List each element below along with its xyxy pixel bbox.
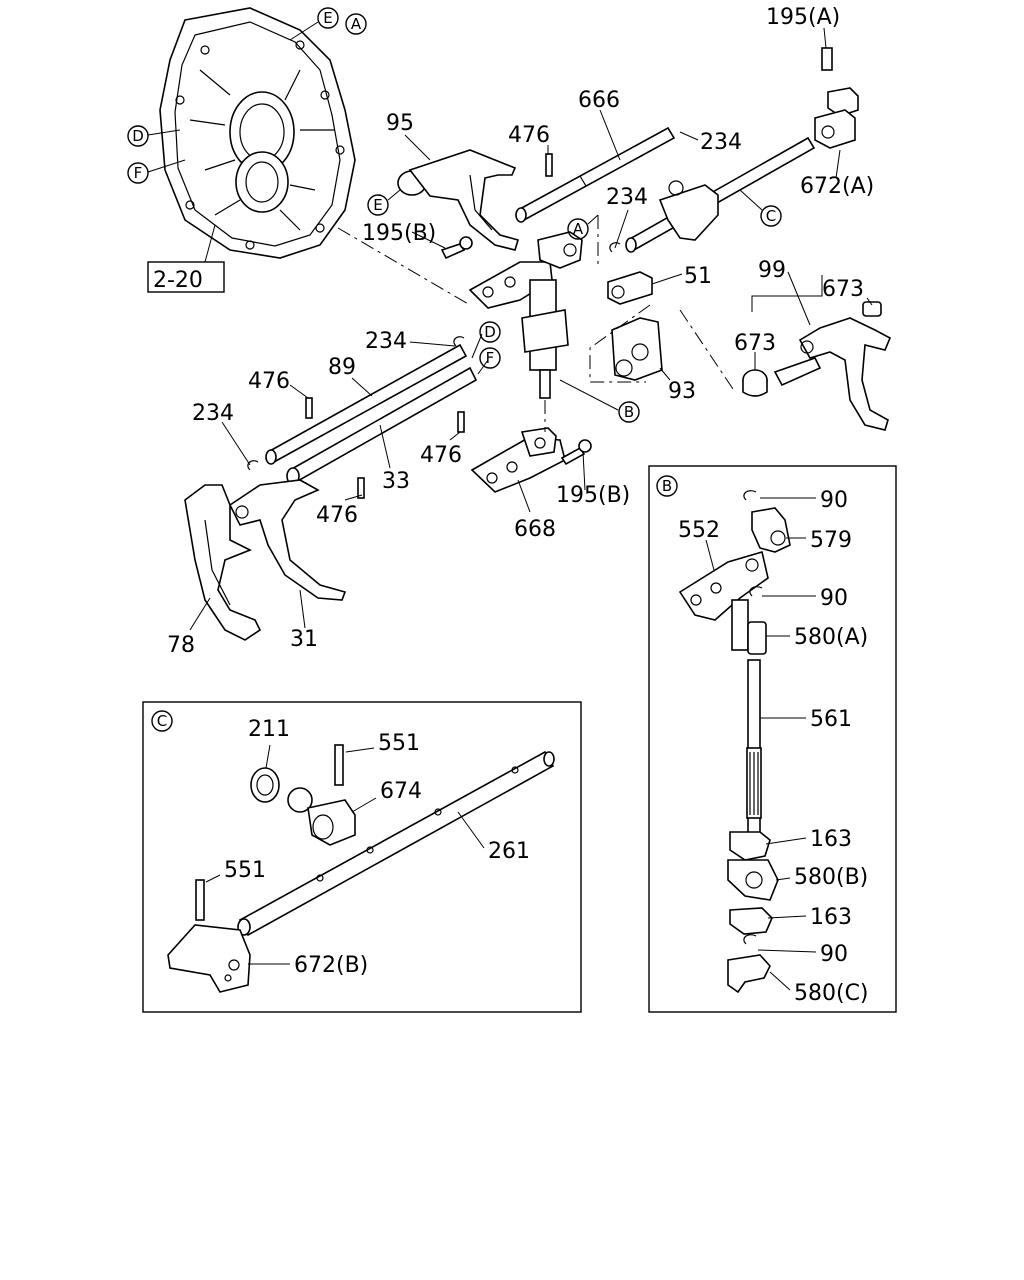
fork-31 xyxy=(228,479,347,601)
svg-text:D: D xyxy=(484,323,496,341)
label-476-low: 476 xyxy=(316,503,358,528)
svg-text:A: A xyxy=(351,15,362,33)
label-b-90-3: 90 xyxy=(820,942,848,967)
label-b-90-2: 90 xyxy=(820,586,848,611)
shaft-89 xyxy=(265,343,468,465)
circle-c-detail: C xyxy=(151,710,173,732)
label-c-551-top: 551 xyxy=(378,731,420,756)
reference-box-label: 2-20 xyxy=(153,268,203,293)
label-c-551-low: 551 xyxy=(224,858,266,883)
label-51: 51 xyxy=(684,264,712,289)
circle-f-shaft: F xyxy=(479,347,501,369)
label-668: 668 xyxy=(514,517,556,542)
bolt-195b-top xyxy=(440,236,473,260)
circle-d-shaft: D xyxy=(479,321,501,343)
shaft-33 xyxy=(286,366,478,485)
label-476-left: 476 xyxy=(248,369,290,394)
circle-b-detail: B xyxy=(656,475,678,497)
part-51 xyxy=(607,271,653,305)
fork-99 xyxy=(773,301,892,431)
label-234-left: 234 xyxy=(365,329,407,354)
svg-text:E: E xyxy=(373,196,382,214)
svg-text:C: C xyxy=(766,207,776,225)
label-99: 99 xyxy=(758,258,786,283)
detail-box-b xyxy=(648,465,897,1013)
label-95: 95 xyxy=(386,111,414,136)
label-b-580b: 580(B) xyxy=(794,865,868,890)
label-195b-low: 195(B) xyxy=(556,483,630,508)
clip-234-mid xyxy=(609,242,621,253)
fork-78 xyxy=(184,484,262,641)
circle-a-center: A xyxy=(567,218,589,240)
svg-text:A: A xyxy=(573,220,584,238)
circle-e-fork: E xyxy=(367,194,389,216)
label-666: 666 xyxy=(578,88,620,113)
label-b-580c: 580(C) xyxy=(794,981,869,1006)
pins-476-lower xyxy=(305,397,465,499)
label-b-163-1: 163 xyxy=(810,827,852,852)
shaft-block-lower-c xyxy=(658,180,719,241)
label-93: 93 xyxy=(668,379,696,404)
label-33: 33 xyxy=(382,469,410,494)
svg-text:F: F xyxy=(486,349,495,367)
label-c-261: 261 xyxy=(488,839,530,864)
shift-lever-assembly xyxy=(468,231,583,399)
label-234-far: 234 xyxy=(192,401,234,426)
svg-text:C: C xyxy=(157,712,167,730)
label-b-580a: 580(A) xyxy=(794,625,868,650)
label-673-top: 673 xyxy=(822,277,864,302)
circle-c-shaft: C xyxy=(760,205,782,227)
label-234-top: 234 xyxy=(700,130,742,155)
label-89: 89 xyxy=(328,355,356,380)
label-234-mid: 234 xyxy=(606,185,648,210)
label-476-right: 476 xyxy=(420,443,462,468)
label-b-163-2: 163 xyxy=(810,905,852,930)
detail-box-c xyxy=(142,701,582,1013)
svg-text:B: B xyxy=(662,477,672,495)
detail-c-parts xyxy=(167,744,555,993)
reference-box xyxy=(147,261,225,293)
label-672a: 672(A) xyxy=(800,174,874,199)
bushing-673 xyxy=(742,369,768,397)
label-c-674: 674 xyxy=(380,779,422,804)
label-195a: 195(A) xyxy=(766,5,840,30)
circle-d-housing: D xyxy=(127,125,149,147)
label-b-579: 579 xyxy=(810,528,852,553)
circle-b-lever: B xyxy=(618,401,640,423)
svg-text:E: E xyxy=(323,9,332,27)
label-476-top: 476 xyxy=(508,123,550,148)
svg-text:F: F xyxy=(134,164,143,182)
circle-f-housing: F xyxy=(127,162,149,184)
clutch-housing xyxy=(159,7,356,259)
label-31: 31 xyxy=(290,627,318,652)
fork-95 xyxy=(397,149,520,251)
label-195b-top: 195(B) xyxy=(362,221,436,246)
svg-text:B: B xyxy=(624,403,634,421)
clip-234-left xyxy=(247,336,465,471)
circle-e-housing: E xyxy=(317,7,339,29)
label-b-90-1: 90 xyxy=(820,488,848,513)
svg-text:D: D xyxy=(132,127,144,145)
label-c-672b: 672(B) xyxy=(294,953,368,978)
shaft-c-upper xyxy=(625,136,816,253)
label-b-561: 561 xyxy=(810,707,852,732)
bolt-195b-low xyxy=(560,439,592,466)
label-b-552: 552 xyxy=(678,518,720,543)
circle-a-housing: A xyxy=(345,13,367,35)
label-673-mid: 673 xyxy=(734,331,776,356)
block-672a xyxy=(814,47,859,149)
label-c-211: 211 xyxy=(248,717,290,742)
detail-b-parts xyxy=(678,490,791,994)
label-78: 78 xyxy=(167,633,195,658)
pin-476-top xyxy=(545,153,553,177)
